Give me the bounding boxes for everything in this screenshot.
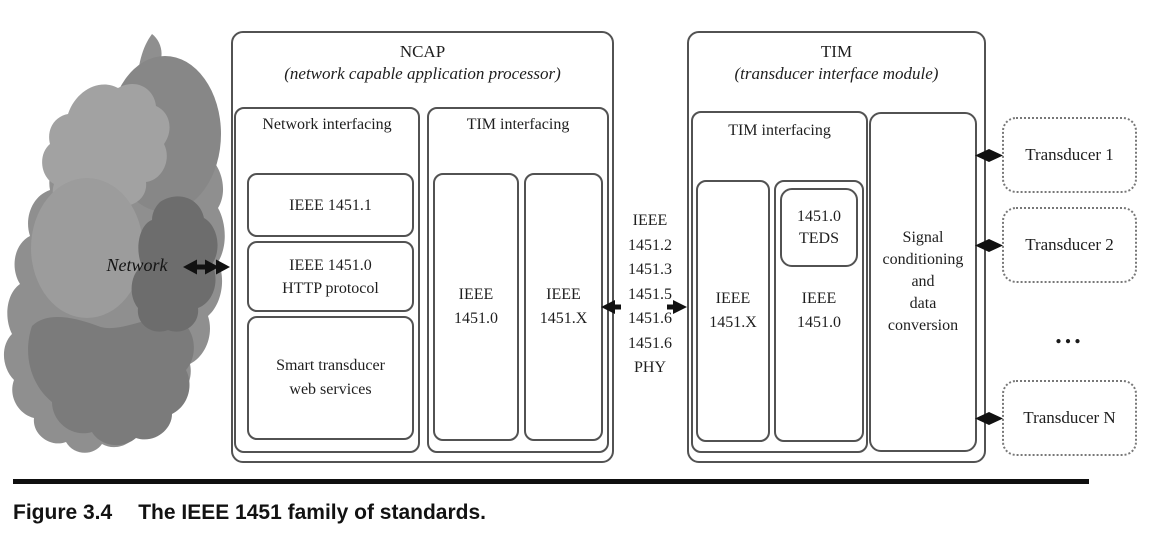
link-arrow-right-icon — [667, 300, 687, 314]
ieee-1451-1-label: IEEE 1451.1 — [289, 196, 372, 214]
ncap-ieee-1451-x-column: IEEE 1451.X — [524, 173, 603, 441]
ieee-1451-1-box: IEEE 1451.1 — [247, 173, 414, 237]
transducer-1-label: Transducer 1 — [1025, 145, 1114, 164]
signal-conditioning-label: Signal conditioning and data conversion — [882, 229, 964, 334]
transducer-2-box: Transducer 2 — [1002, 207, 1137, 283]
transducer-2-diamond-arrow-icon — [975, 239, 1003, 252]
ncap-title: NCAP — [399, 42, 446, 61]
teds-label: 1451.0 TEDS — [797, 207, 841, 247]
ncap-network-interfacing-label: Network interfacing — [262, 116, 392, 133]
ncap-ieee-1451-0-column: IEEE 1451.0 — [433, 173, 519, 441]
ncap-subtitle: (network capable application processor) — [284, 64, 561, 83]
tim-ieee-1451-x-column: IEEE 1451.X — [696, 180, 770, 442]
transducer-ellipsis: ... — [1055, 320, 1084, 349]
figure-caption: Figure 3.4 The IEEE 1451 family of stand… — [13, 501, 486, 525]
caption-rule — [13, 479, 1089, 484]
signal-conditioning-box: Signal conditioning and data conversion — [869, 112, 977, 452]
figure-caption-text: The IEEE 1451 family of standards. — [138, 501, 486, 524]
transducer-n-box: Transducer N — [1002, 380, 1137, 456]
transducer-1-box: Transducer 1 — [1002, 117, 1137, 193]
ncap-ieee-1451-x-column-label: IEEE 1451.X — [539, 286, 588, 327]
figure-caption-label: Figure 3.4 — [13, 501, 113, 524]
teds-box: 1451.0 TEDS — [780, 188, 858, 267]
ieee-standards-list: IEEE 1451.2 1451.3 1451.5 1451.6 1451.6 … — [628, 212, 672, 376]
smart-transducer-web-services-box: Smart transducer web services — [247, 316, 414, 440]
ieee-1451-0-http-box: IEEE 1451.0 HTTP protocol — [247, 241, 414, 312]
ieee-1451-0-http-label: IEEE 1451.0 HTTP protocol — [282, 256, 379, 297]
network-cloud — [3, 34, 225, 453]
tim-interfacing-label: TIM interfacing — [728, 122, 831, 139]
transducer-1-diamond-arrow-icon — [975, 149, 1003, 162]
tim-ieee-1451-0-column-label: IEEE 1451.0 — [797, 290, 841, 331]
network-ncap-arrow-icon — [183, 259, 230, 275]
transducer-n-diamond-arrow-icon — [975, 412, 1003, 425]
transducer-n-label: Transducer N — [1023, 408, 1116, 427]
transducer-2-label: Transducer 2 — [1025, 235, 1114, 254]
tim-subtitle: (transducer interface module) — [734, 64, 939, 83]
link-arrow-left-icon — [601, 300, 621, 314]
smart-transducer-web-services-label: Smart transducer web services — [276, 357, 385, 398]
tim-title: TIM — [820, 42, 853, 61]
ncap-tim-interfacing-label: TIM interfacing — [466, 116, 570, 133]
network-cloud-label: Network — [106, 255, 168, 275]
tim-ieee-1451-x-column-label: IEEE 1451.X — [709, 290, 757, 331]
ncap-ieee-1451-0-column-label: IEEE 1451.0 — [454, 286, 498, 327]
